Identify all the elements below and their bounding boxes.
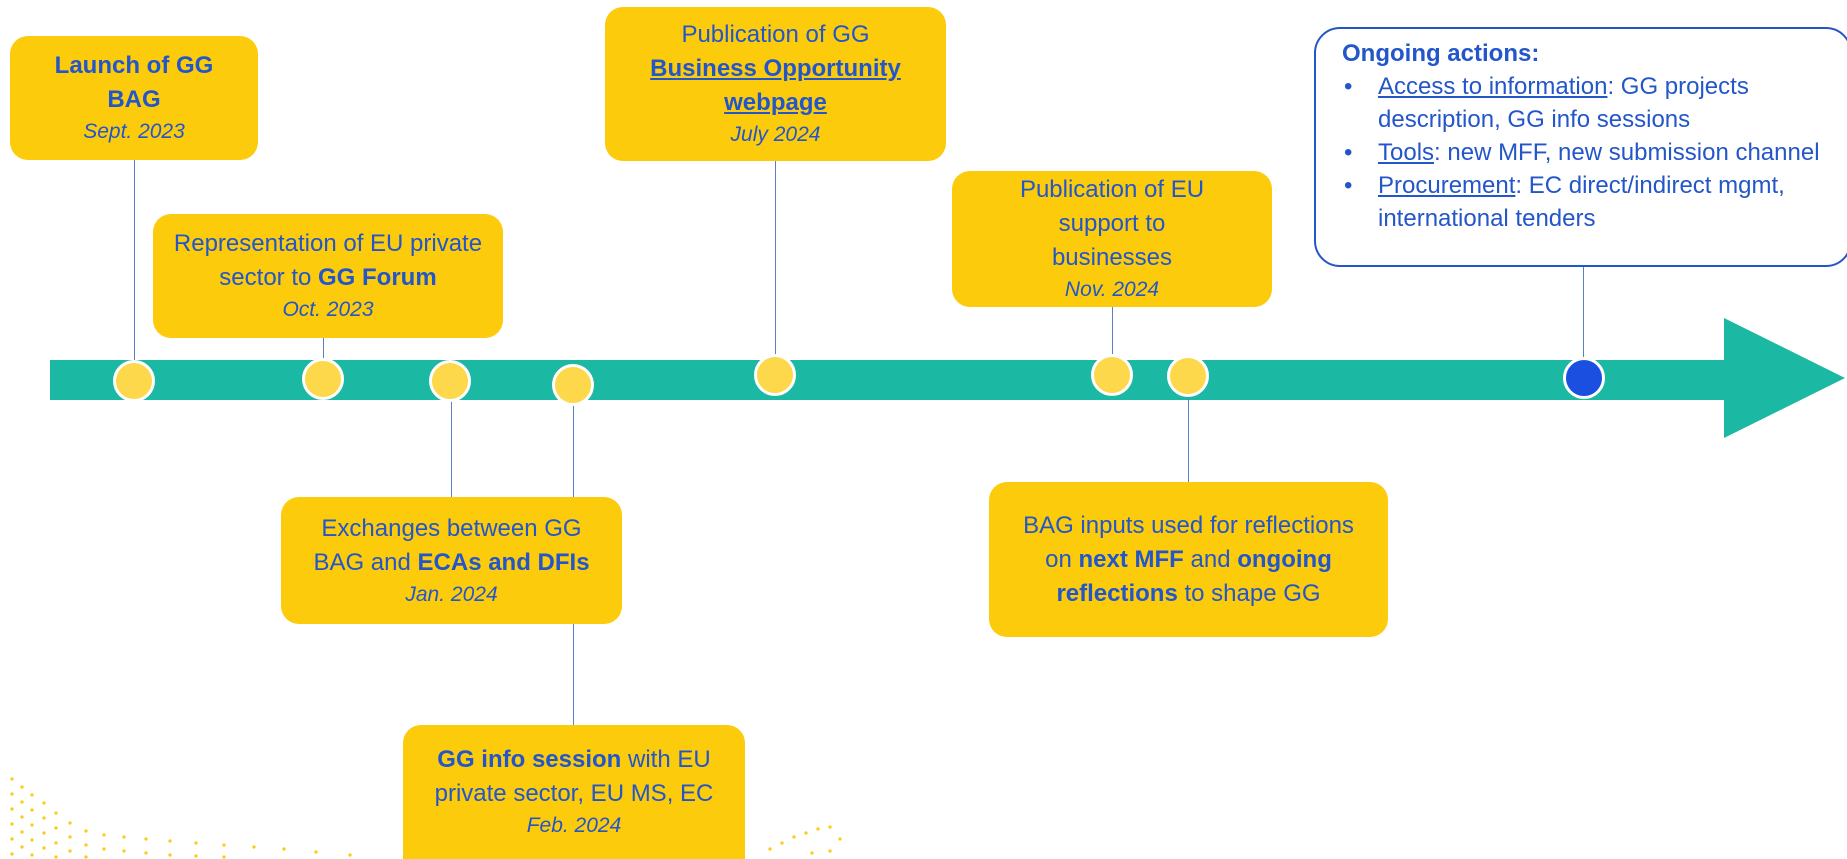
event-box-representation: Representation of EU private sector to G… (153, 214, 503, 338)
business-opportunity-link[interactable]: Business Opportunity webpage (650, 55, 901, 116)
event-exchanges-text: Exchanges between GG BAG and ECAs and DF… (309, 512, 594, 580)
event-box-publication-webpage: Publication of GG Business Opportunity w… (605, 7, 946, 161)
milestone-dot-feb-2024 (552, 364, 594, 406)
event-representation-date: Oct. 2023 (282, 298, 374, 321)
connector-launch (134, 158, 135, 380)
event-launch-title-line1: Launch of GG (54, 52, 214, 79)
event-bag-inputs-t1: BAG inputs used for reflections on (1023, 511, 1354, 573)
event-launch-date: Sept. 2023 (83, 120, 185, 143)
event-info-session-date: Feb. 2024 (526, 814, 622, 837)
ongoing-item-tools: Tools: new MFF, new submission channel (1344, 136, 1840, 169)
event-bag-inputs-t3: to shape GG (1177, 579, 1321, 607)
milestone-dot-sept-2023 (113, 360, 155, 402)
event-launch-title: Launch of GG BAG (10, 49, 258, 117)
ongoing-actions-list: Access to information: GG projects descr… (1342, 70, 1840, 235)
event-bag-inputs-b1: next MFF (1078, 545, 1184, 573)
event-box-exchanges: Exchanges between GG BAG and ECAs and DF… (281, 497, 622, 624)
ongoing-item-access-rest: : GG projects description, GG info sessi… (1378, 73, 1749, 133)
event-exchanges-date: Jan. 2024 (405, 582, 498, 606)
event-representation-text: Representation of EU private sector to G… (171, 227, 485, 295)
ongoing-item-access: Access to information: GG projects descr… (1344, 70, 1840, 136)
ongoing-item-tools-label: Tools (1378, 139, 1435, 166)
event-exchanges-pre: Exchanges between GG BAG and (313, 514, 582, 576)
ongoing-actions-title: Ongoing actions: (1342, 40, 1540, 67)
event-info-session-text: GG info session with EU private sector, … (427, 743, 721, 811)
milestone-dot-nov-2024 (1091, 354, 1133, 396)
event-bag-inputs-text: BAG inputs used for reflections on next … (1007, 509, 1370, 611)
event-exchanges-bold: ECAs and DFIs (417, 548, 590, 576)
milestone-dot-jan-2024 (429, 360, 471, 402)
connector-publication-support (1112, 305, 1113, 375)
event-box-publication-support: Publication of EU support to businesses … (952, 171, 1272, 307)
event-representation-bold: GG Forum (318, 264, 437, 291)
ongoing-item-tools-rest: : new MFF, new submission channel (1434, 139, 1820, 166)
ongoing-actions-box: Ongoing actions: Access to information: … (1314, 27, 1847, 267)
event-publication-support-text: Publication of EU support to businesses (1019, 176, 1205, 271)
connector-ongoing (1583, 265, 1584, 377)
connector-exchanges (451, 380, 452, 498)
milestone-dot-oct-2023 (302, 358, 344, 400)
event-launch-title-line2: BAG (107, 86, 161, 113)
decorative-dots (10, 777, 842, 859)
event-publication-webpage-pre: Publication of GG (681, 21, 870, 48)
event-box-bag-inputs: BAG inputs used for reflections on next … (989, 482, 1388, 637)
connector-publication-webpage (775, 160, 776, 375)
ongoing-item-procurement: Procurement: EC direct/indirect mgmt, in… (1344, 169, 1840, 235)
event-box-launch: Launch of GG BAG Sept. 2023 (10, 36, 258, 160)
event-box-info-session: GG info session with EU private sector, … (403, 725, 745, 859)
event-publication-support-date: Nov. 2024 (1064, 278, 1160, 301)
event-info-session-bold: GG info session (437, 746, 622, 773)
milestone-dot-july-2024 (754, 354, 796, 396)
ongoing-item-procurement-label: Procurement (1378, 172, 1516, 199)
event-publication-webpage-date: July 2024 (730, 123, 821, 146)
milestone-dot-ongoing (1563, 357, 1605, 399)
event-representation-pre: Representation of EU private sector to (173, 230, 483, 291)
ongoing-item-procurement-rest: : EC direct/indirect mgmt, international… (1378, 172, 1785, 232)
event-bag-inputs-t2: and (1183, 545, 1238, 573)
ongoing-item-access-label: Access to information (1378, 73, 1608, 100)
event-info-session-post: with EU private sector, EU MS, EC (434, 746, 714, 807)
event-bag-inputs-b2: ongoing reflections (1056, 545, 1332, 607)
milestone-dot-bag-inputs (1167, 355, 1209, 397)
connector-bag-inputs (1188, 375, 1189, 483)
